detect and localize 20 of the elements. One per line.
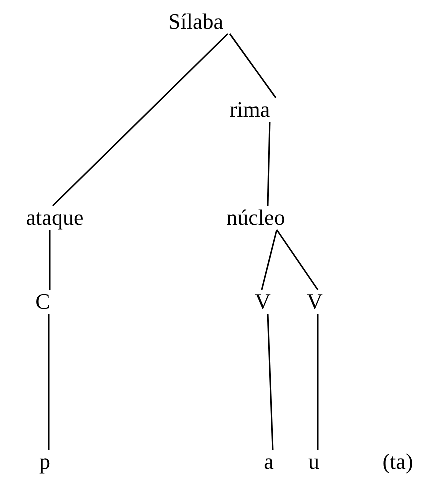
tree-node-label: rima [230, 98, 270, 122]
tree-node-label: V [255, 290, 271, 314]
tree-node-label: C [36, 290, 50, 314]
tree-branch-line [317, 314, 319, 450]
syllable-note: (ta) [382, 450, 414, 474]
tree-branch-line [49, 230, 51, 290]
tree-branch-line [52, 33, 229, 207]
tree-branch-line [267, 314, 274, 450]
tree-node-label: V [307, 290, 323, 314]
tree-branch-line [48, 314, 50, 450]
tree-node-label: núcleo [226, 206, 286, 230]
tree-node-label: p [40, 450, 50, 474]
tree-branch-line [276, 230, 319, 290]
tree-branch-line [267, 122, 271, 206]
tree-branch-line [229, 34, 277, 98]
tree-branch-line [261, 230, 278, 290]
tree-node-label: ataque [26, 206, 84, 230]
tree-node-label: u [308, 450, 320, 474]
tree-node-label: Sílaba [168, 10, 224, 34]
tree-node-label: a [264, 450, 274, 474]
